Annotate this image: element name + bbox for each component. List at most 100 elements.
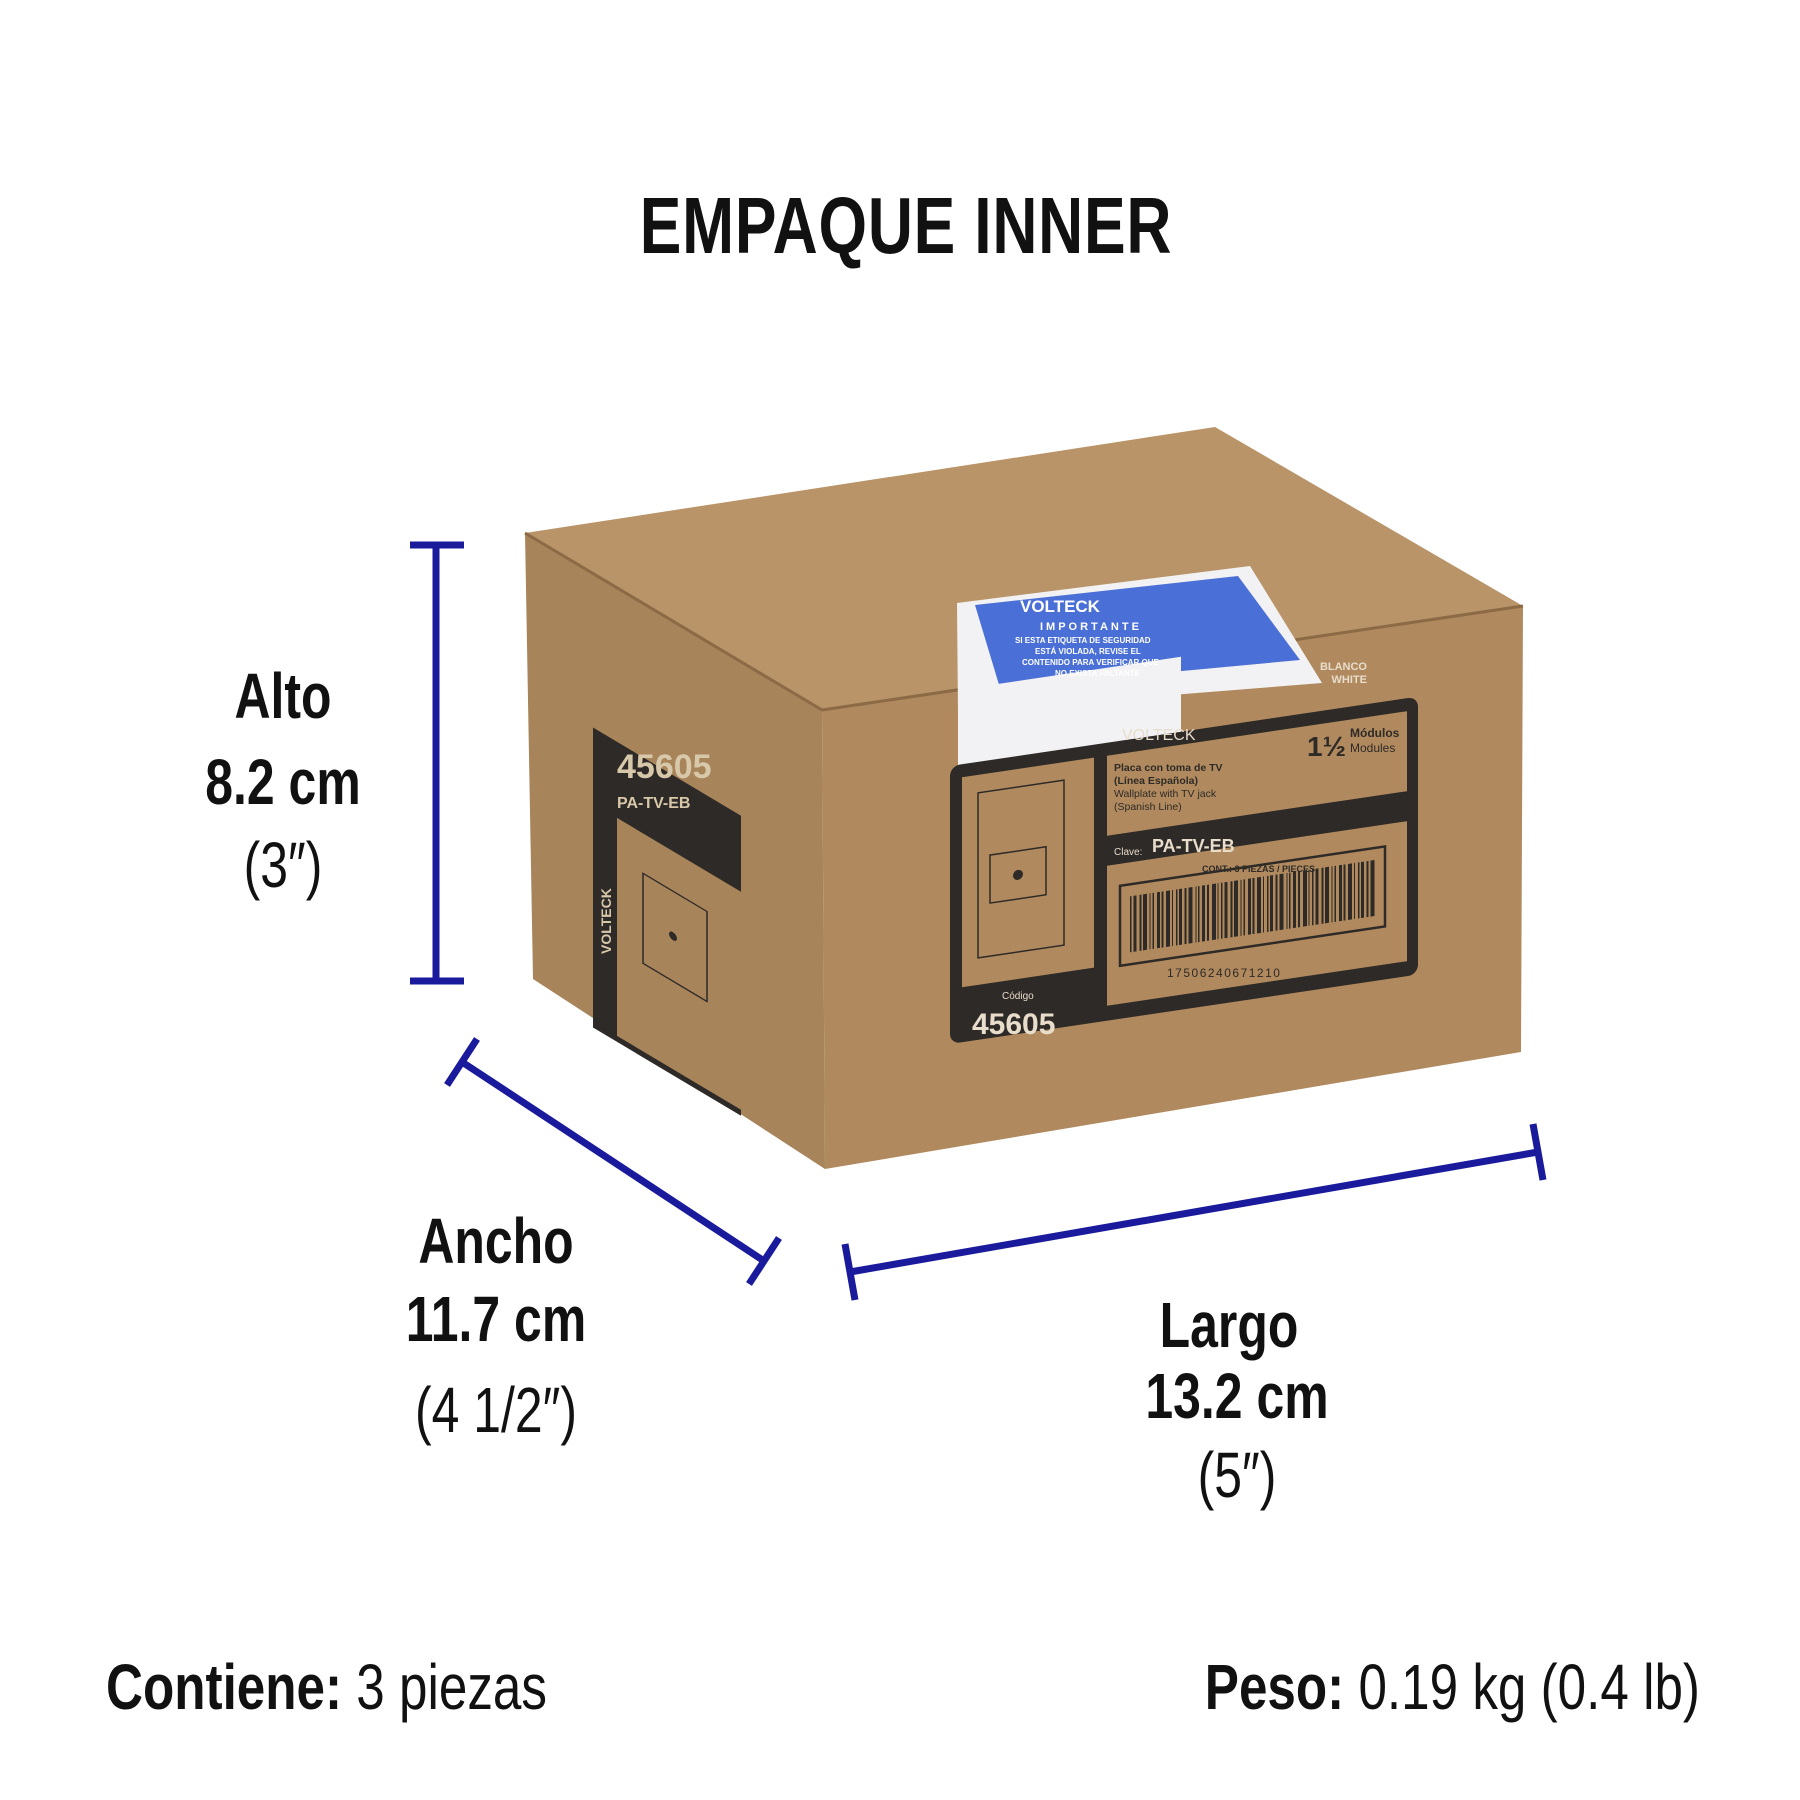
ancho-metric: 11.7 cm bbox=[405, 1283, 587, 1355]
barcode-bar bbox=[1339, 864, 1342, 922]
barcode-bar bbox=[1221, 882, 1223, 939]
ancho-label: Ancho bbox=[418, 1205, 574, 1277]
barcode-bar bbox=[1143, 893, 1147, 951]
width-dimension-line bbox=[444, 1037, 782, 1286]
barcode-bar bbox=[1343, 864, 1346, 921]
largo-label: Largo bbox=[1159, 1289, 1299, 1361]
product-es-2: (Línea Española) bbox=[1114, 775, 1198, 787]
ancho-imperial: (4 1/2″) bbox=[415, 1374, 577, 1446]
barcode-bar bbox=[1149, 893, 1151, 950]
barcode-bar bbox=[1234, 880, 1238, 937]
barcode-bar bbox=[1188, 887, 1193, 944]
length-dimension-line bbox=[841, 1123, 1547, 1301]
barcode-bar bbox=[1202, 885, 1205, 942]
product-es-1: Placa con toma de TV bbox=[1114, 762, 1223, 774]
barcode-bar bbox=[1325, 866, 1329, 924]
barcode-bar bbox=[1270, 875, 1273, 932]
barcode-bar bbox=[1198, 885, 1200, 943]
barcode-bar bbox=[1303, 870, 1307, 927]
product-en-2: (Spanish Line) bbox=[1114, 801, 1182, 813]
sticker-line: NO EXISTA FALTANTE bbox=[1055, 669, 1141, 678]
barcode-bar bbox=[1298, 871, 1300, 928]
front-label bbox=[950, 656, 1418, 1043]
barcode-bar bbox=[1152, 892, 1154, 949]
color-es: BLANCO bbox=[1320, 661, 1367, 673]
barcode-bar bbox=[1166, 890, 1170, 947]
largo-metric: 13.2 cm bbox=[1145, 1360, 1329, 1432]
barcode-bar bbox=[1172, 889, 1173, 947]
side-clave: PA-TV-EB bbox=[617, 795, 690, 812]
alto-label: Alto bbox=[234, 660, 332, 732]
barcode-bar bbox=[1133, 895, 1137, 952]
weight-value: 0.19 kg (0.4 lb) bbox=[1358, 1651, 1700, 1723]
weight-label: Peso: bbox=[1204, 1651, 1345, 1723]
largo-imperial: (5″) bbox=[1197, 1439, 1277, 1511]
sticker-title: IMPORTANTE bbox=[1040, 621, 1142, 633]
barcode-bar bbox=[1240, 879, 1242, 936]
barcode-bar bbox=[1263, 876, 1264, 933]
barcode-bar bbox=[1286, 872, 1288, 930]
barcode-bar bbox=[1179, 888, 1182, 946]
barcode-bar bbox=[1289, 872, 1291, 929]
barcode-bar bbox=[1184, 887, 1187, 945]
barcode-bar bbox=[1354, 862, 1355, 920]
contents-value: 3 piezas bbox=[356, 1651, 547, 1723]
barcode-bar bbox=[1217, 883, 1219, 940]
height-dimension-line bbox=[410, 541, 464, 985]
barcode-bar bbox=[1361, 861, 1364, 919]
sticker-brand: VOLTECK bbox=[1020, 597, 1101, 616]
barcode-bar bbox=[1224, 881, 1228, 939]
barcode-bar bbox=[1195, 886, 1197, 943]
barcode-bar bbox=[1139, 894, 1142, 951]
barcode-bar bbox=[1207, 884, 1209, 941]
alto-metric: 8.2 cm bbox=[205, 746, 361, 818]
codigo-label: Código bbox=[1002, 991, 1034, 1002]
barcode-bar bbox=[1130, 896, 1132, 953]
contents-label: Contiene: bbox=[106, 1651, 343, 1723]
sticker-text: VOLTECK IMPORTANTE SI ESTA ETIQUETA DE S… bbox=[1015, 597, 1160, 678]
barcode-bar bbox=[1176, 889, 1178, 946]
product-en-1: Wallplate with TV jack bbox=[1114, 788, 1217, 800]
barcode-bar bbox=[1312, 869, 1314, 926]
barcode-bar bbox=[1321, 867, 1324, 924]
barcode-bar bbox=[1370, 860, 1375, 917]
barcode-bar bbox=[1366, 860, 1369, 918]
barcode-bar bbox=[1331, 866, 1333, 923]
front-label-text: BLANCO WHITE VOLTECK Placa con toma de T… bbox=[972, 661, 1400, 1041]
clave-value: PA-TV-EB bbox=[1152, 836, 1235, 856]
modules-qty: 1½ bbox=[1307, 731, 1346, 762]
barcode-bar bbox=[1230, 881, 1233, 938]
barcode-bar bbox=[1257, 876, 1261, 934]
barcode-bar bbox=[1252, 877, 1255, 935]
sticker-line: ESTÁ VIOLADA, REVISE EL bbox=[1035, 647, 1141, 656]
color-en: WHITE bbox=[1332, 674, 1367, 686]
barcode-bar bbox=[1279, 873, 1284, 931]
page-title: EMPAQUE INNER bbox=[639, 181, 1173, 270]
barcode-bar bbox=[1248, 878, 1251, 935]
barcode-bar bbox=[1267, 875, 1269, 932]
dimension-lines bbox=[410, 541, 1547, 1301]
barcode-bar bbox=[1348, 863, 1352, 920]
side-label-text: 45605 PA-TV-EB VOLTECK bbox=[598, 748, 712, 954]
barcode-bar bbox=[1308, 869, 1310, 926]
barcode-bar bbox=[1293, 871, 1296, 929]
weight-info: Peso: 0.19 kg (0.4 lb) bbox=[1205, 1650, 1700, 1724]
label-brand: VOLTECK bbox=[1122, 727, 1196, 744]
sticker-line: SI ESTA ETIQUETA DE SEGURIDAD bbox=[1015, 636, 1151, 645]
barcode-bar bbox=[1358, 862, 1360, 919]
barcode-bar bbox=[1161, 891, 1164, 948]
barcode-bar bbox=[1212, 883, 1216, 941]
side-codigo: 45605 bbox=[617, 748, 712, 786]
cont-text: CONT.: 3 PIEZAS / PIECES bbox=[1202, 864, 1315, 874]
security-sticker-blue bbox=[975, 576, 1300, 688]
barcode-number: 17506240671210 bbox=[1167, 966, 1281, 980]
barcode bbox=[1130, 860, 1375, 953]
side-label bbox=[593, 727, 741, 1116]
contents-info: Contiene: 3 piezas bbox=[106, 1650, 547, 1724]
clave-label: Clave: bbox=[1114, 847, 1142, 858]
barcode-bar bbox=[1157, 891, 1160, 949]
alto-imperial: (3″) bbox=[243, 829, 323, 901]
barcode-bar bbox=[1275, 874, 1278, 931]
barcode-bar bbox=[1243, 879, 1245, 936]
modules-es: Módulos bbox=[1350, 726, 1400, 740]
